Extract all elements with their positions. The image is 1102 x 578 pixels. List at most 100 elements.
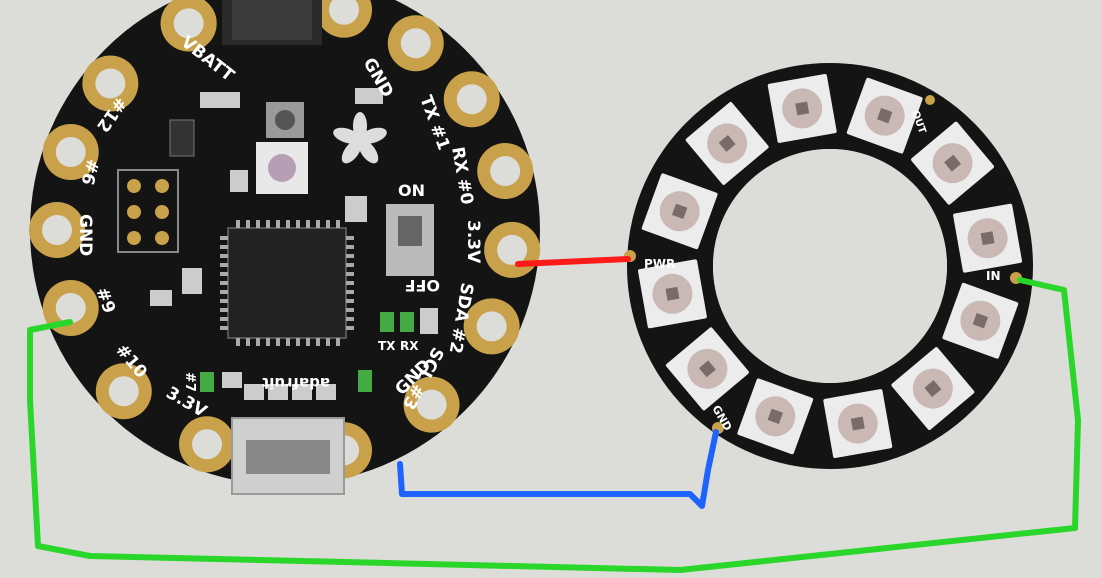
neopixel-led [846,77,923,154]
sewing-pad-hole [476,311,507,342]
power-switch-slider [398,216,422,246]
wire-power [515,256,631,267]
chip-pin [256,338,260,346]
neopixel-led [737,378,814,455]
chip-pin [236,220,240,228]
led-die [944,154,962,172]
wire-ground [397,429,719,509]
chip-pin [346,245,354,249]
chip-pin [266,338,270,346]
sewing-pad-hole [329,0,360,25]
sewing-pad-hole [95,68,126,99]
chip-pin [220,281,228,285]
chip-pin [346,299,354,303]
label-switch-on: ON [398,181,425,200]
header-outline [117,169,179,253]
chip-pin [346,317,354,321]
chip-pins [220,220,354,346]
header-pin [155,231,169,245]
chip-pin [346,308,354,312]
sewing-pad-hole [416,389,447,420]
status-led [200,372,214,392]
neopixel-led [953,203,1023,273]
led-die [665,286,680,301]
label-tx-led: TX [378,339,396,353]
chip-pin [246,220,250,228]
label-d7: #7 [182,372,197,392]
chip-pin [306,220,310,228]
chip-pin [296,338,300,346]
flower-logo [333,112,387,164]
label-3v3-right: 3.3V [463,220,483,264]
chip-pin [220,299,228,303]
header-pin [127,179,141,193]
label-rx-led: RX [400,339,419,353]
sewing-pad-hole [42,215,72,245]
smd-component [230,170,248,192]
led-die [980,231,995,246]
chip-pin [346,236,354,240]
led-die [718,134,736,152]
chip-pin [326,220,330,228]
ring-label-pwr: PWR [644,257,675,271]
smd-component [182,268,202,294]
micro-usb-opening [246,440,330,474]
reset-button-cap [275,110,295,130]
header-pin [155,205,169,219]
neopixel-led [767,73,837,143]
icsp-header [117,169,179,253]
led-die [972,313,989,329]
ring-label-in: IN [986,269,1001,283]
neopixel-led [942,282,1019,359]
neopixel-led [891,347,975,431]
smd-component [420,308,438,334]
chip-pin [220,236,228,240]
chip-pin [220,245,228,249]
status-led [358,370,372,392]
chip-pin [336,338,340,346]
sewing-pad-hole [497,234,528,265]
chip-pin [346,326,354,330]
header-pin [127,231,141,245]
smd-component [169,119,195,157]
chip-pin [316,338,320,346]
led-die [698,360,716,378]
chip-pin [306,338,310,346]
chip-pin [346,254,354,258]
chip-pin [266,220,270,228]
neopixel-leds [637,73,1023,459]
neopixel-led [685,101,769,185]
smd-component [150,290,172,306]
sewing-pad-hole [108,376,139,407]
chip-pin [220,290,228,294]
chip-pin [316,220,320,228]
rx-led [400,312,414,332]
ring-hole [713,149,947,383]
sewing-pad-hole [456,84,487,115]
sewing-pad-hole [55,137,86,168]
chip-pin [326,338,330,346]
rgb-led-lens [268,154,296,182]
led-die [671,203,688,219]
chip-pin [346,272,354,276]
smd-component [355,88,383,104]
neopixel-led [911,121,995,205]
sewing-pad-hole [55,292,86,323]
header-pin [155,179,169,193]
chip-pin [220,254,228,258]
chip-pin [346,281,354,285]
chip-pin [286,220,290,228]
led-die [795,101,810,116]
smd-component [268,384,288,400]
chip-pin [220,326,228,330]
brand-label: adafruit [262,374,330,392]
label-switch-off: OFF [405,276,440,295]
sewing-pad-hole [400,28,431,59]
neopixel-led [641,173,718,250]
chip-pin [286,338,290,346]
chip-pin [296,220,300,228]
smd-component [345,196,367,222]
wire-data [27,277,1081,573]
chip-pin [256,220,260,228]
